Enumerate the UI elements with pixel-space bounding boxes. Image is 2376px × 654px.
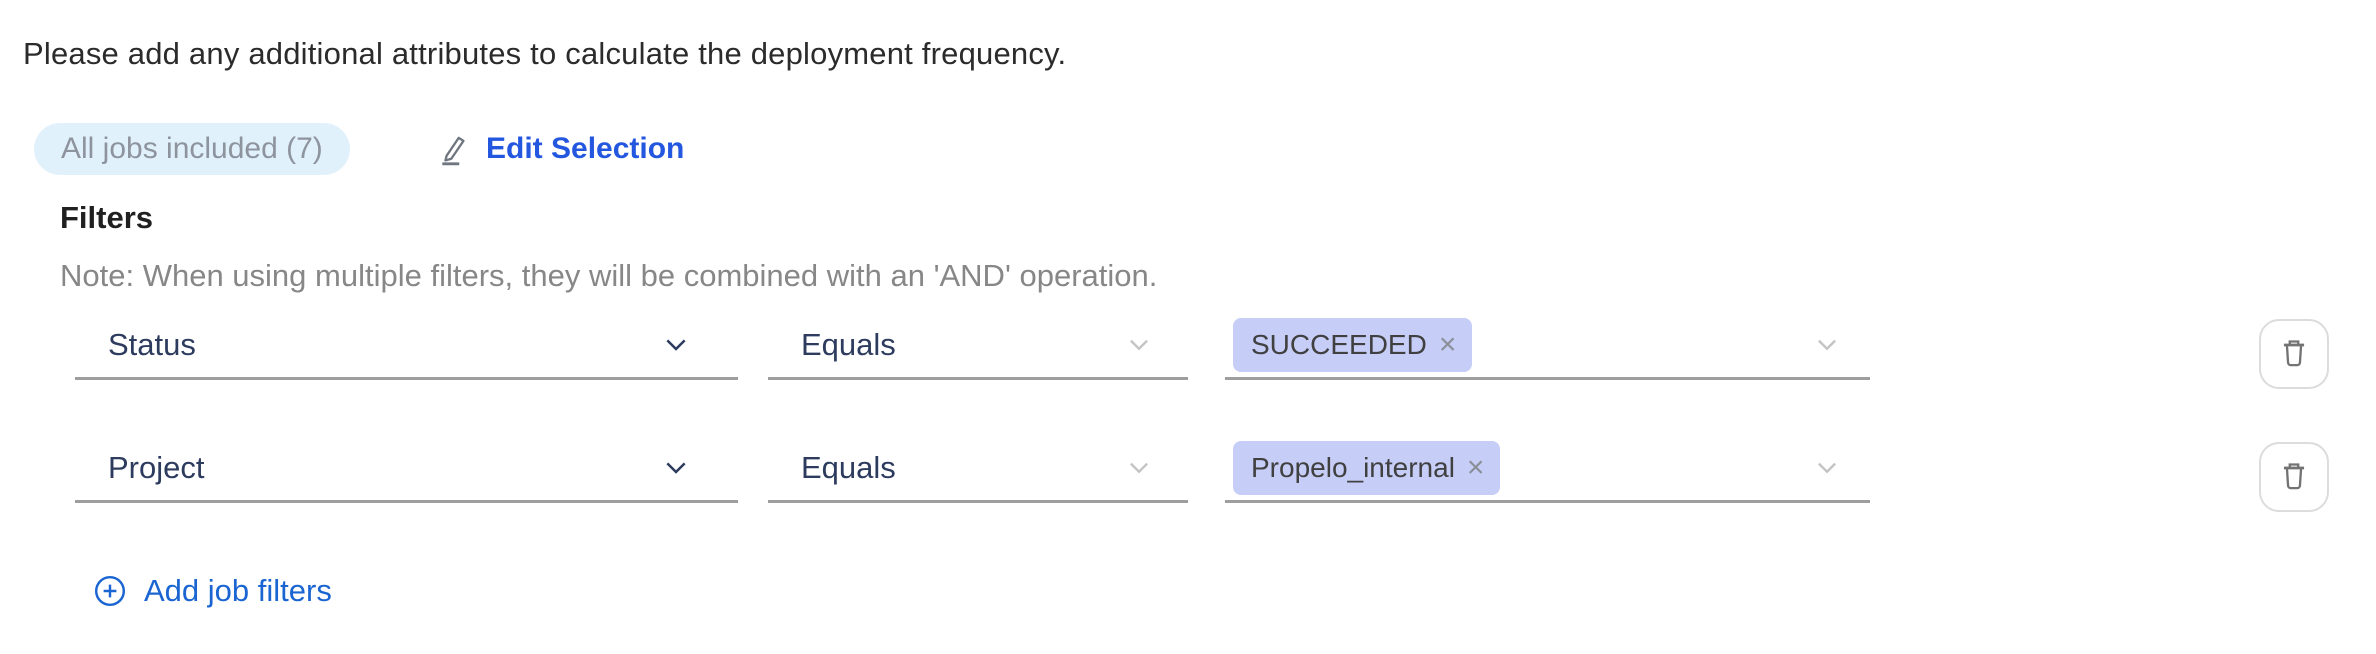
intro-text: Please add any additional attributes to … [23, 36, 1067, 71]
values-multiselect[interactable]: Propelo_internal × [1225, 435, 1870, 503]
value-tag: Propelo_internal × [1233, 440, 1501, 495]
chevron-down-icon [1124, 453, 1154, 483]
delete-filter-button[interactable] [2259, 319, 2329, 389]
remove-tag-icon[interactable]: × [1466, 450, 1485, 484]
attribute-select-value: Project [108, 449, 205, 485]
operator-select[interactable]: Equals [768, 312, 1188, 380]
attribute-select[interactable]: Project [75, 435, 738, 503]
value-tag-label: SUCCEEDED [1251, 328, 1427, 360]
trash-icon [2276, 459, 2312, 495]
filters-note: Note: When using multiple filters, they … [60, 258, 1158, 293]
attribute-select-value: Status [108, 326, 196, 362]
chevron-down-icon [1124, 330, 1154, 360]
edit-selection-label: Edit Selection [486, 132, 685, 165]
add-job-filters-button[interactable]: Add job filters [93, 568, 332, 614]
operator-select-value: Equals [801, 449, 896, 485]
jobs-included-badge: All jobs included (7) [34, 123, 350, 175]
value-tag: SUCCEEDED × [1233, 317, 1473, 372]
jobs-included-label: All jobs included (7) [61, 132, 323, 165]
chevron-down-icon [1812, 330, 1842, 360]
add-job-filters-label: Add job filters [144, 573, 332, 608]
value-tag-label: Propelo_internal [1251, 451, 1455, 483]
filters-heading: Filters [60, 200, 154, 235]
edit-pencil-icon [437, 131, 473, 167]
operator-select[interactable]: Equals [768, 435, 1188, 503]
trash-icon [2276, 336, 2312, 372]
remove-tag-icon[interactable]: × [1438, 327, 1457, 361]
operator-select-value: Equals [801, 326, 896, 362]
attribute-select[interactable]: Status [75, 312, 738, 380]
edit-selection-link[interactable]: Edit Selection [437, 124, 684, 174]
chevron-down-icon [660, 329, 692, 361]
plus-circle-icon [93, 574, 127, 608]
chevron-down-icon [660, 452, 692, 484]
delete-filter-button[interactable] [2259, 442, 2329, 512]
chevron-down-icon [1812, 453, 1842, 483]
values-multiselect[interactable]: SUCCEEDED × [1225, 312, 1870, 380]
